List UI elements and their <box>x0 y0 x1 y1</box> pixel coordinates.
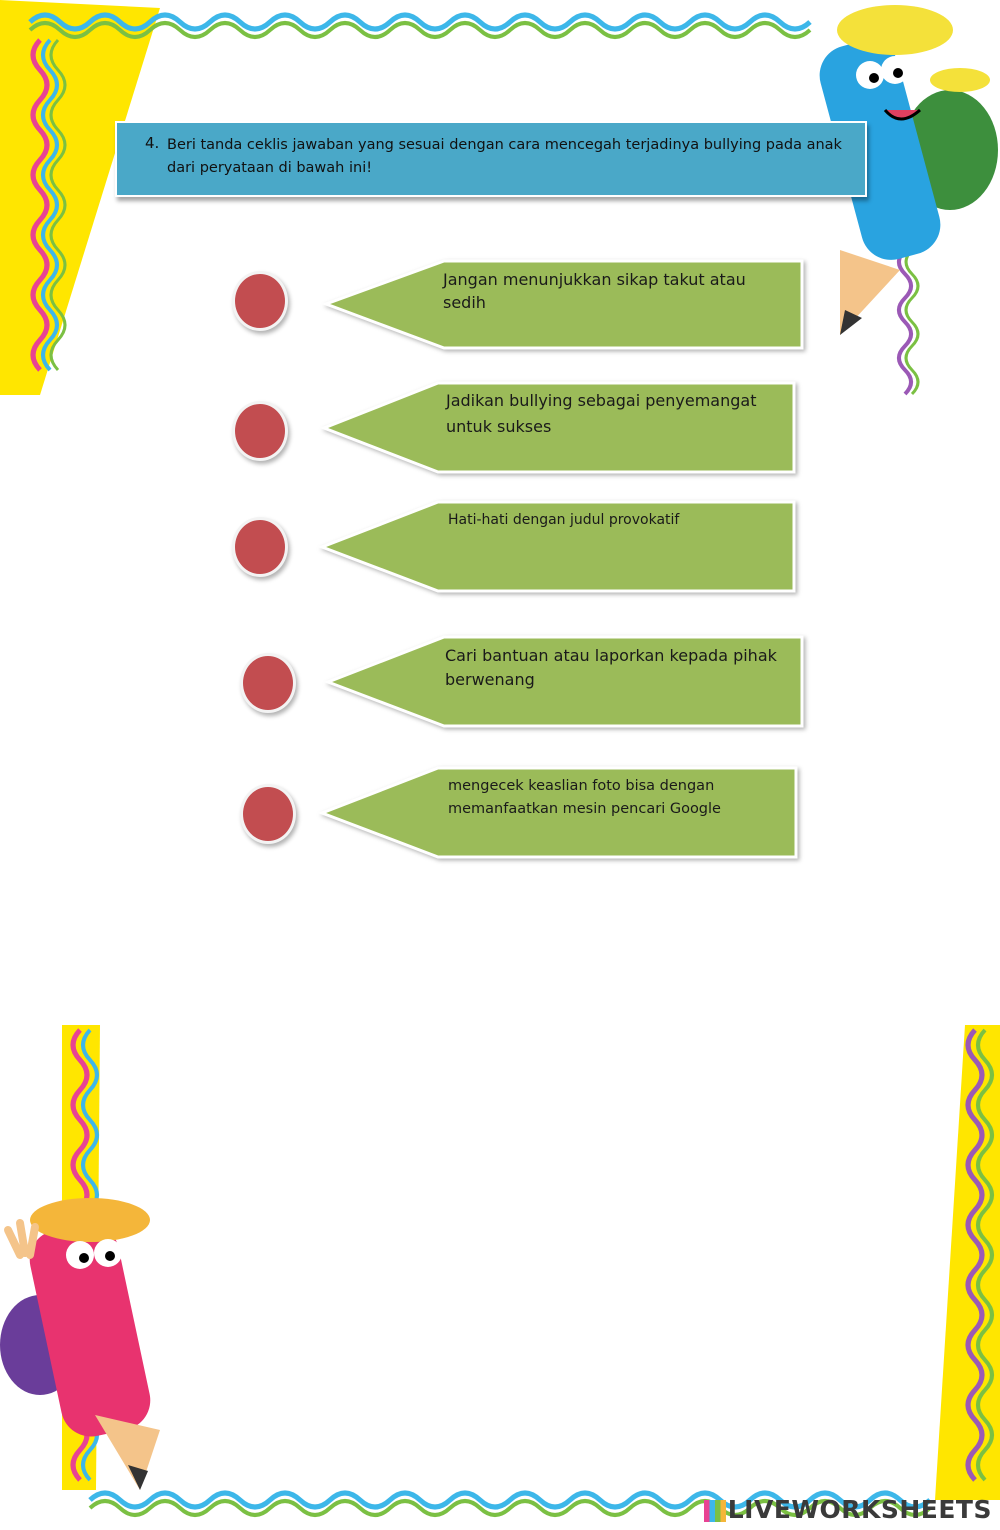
option-arrow-shape <box>323 635 804 728</box>
option-label-1: Jangan menunjukkan sikap takut atau sedi… <box>443 270 746 312</box>
option-arrow-shape <box>321 259 804 350</box>
question-text: Beri tanda ceklis jawaban yang sesuai de… <box>167 137 842 176</box>
watermark-text: LIVEWORKSHEETS <box>727 1495 992 1524</box>
question-box: 4. Beri tanda ceklis jawaban yang sesuai… <box>115 121 867 197</box>
answer-checkbox-3[interactable] <box>232 517 288 577</box>
option-arrow-shape <box>317 500 796 593</box>
answer-checkbox-5[interactable] <box>240 784 296 844</box>
option-2: Jadikan bullying sebagai penyemangat unt… <box>318 380 878 480</box>
option-5: mengecek keaslian foto bisa dengan meman… <box>316 765 876 865</box>
answer-checkbox-4[interactable] <box>240 653 296 713</box>
option-1: Jangan menunjukkan sikap takut atau sedi… <box>320 258 880 358</box>
answer-checkbox-1[interactable] <box>232 271 288 331</box>
liveworksheets-watermark: LIVEWORKSHEETS <box>703 1495 992 1524</box>
option-4: Cari bantuan atau laporkan kepada pihak … <box>322 634 882 734</box>
blue-pencil-mascot-icon <box>819 5 998 335</box>
option-arrow-shape <box>319 381 796 474</box>
option-label-2: Jadikan bullying sebagai penyemangat unt… <box>446 391 757 436</box>
option-label-3: Hati-hati dengan judul provokatif <box>448 512 680 528</box>
option-label-5: mengecek keaslian foto bisa dengan meman… <box>448 778 721 817</box>
question-number: 4. <box>145 134 160 152</box>
liveworksheets-logo-icon <box>703 1500 726 1522</box>
option-label-4: Cari bantuan atau laporkan kepada pihak … <box>445 646 777 689</box>
red-pencil-mascot-icon <box>0 1198 160 1490</box>
option-arrow-shape <box>317 766 798 859</box>
answer-checkbox-2[interactable] <box>232 401 288 461</box>
option-3: Hati-hati dengan judul provokatif <box>316 499 876 599</box>
